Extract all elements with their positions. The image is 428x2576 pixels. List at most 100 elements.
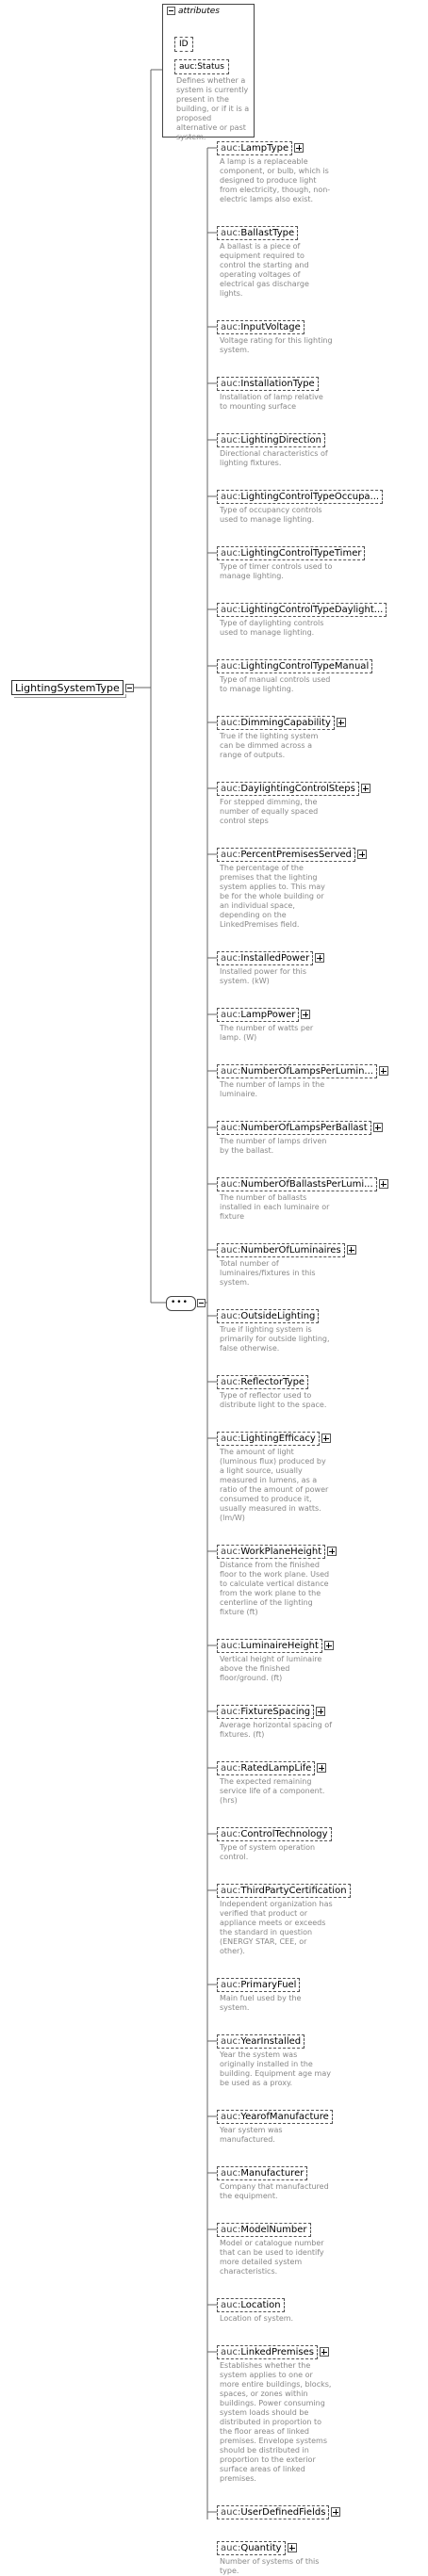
element-thirdpartycertification[interactable]: auc:ThirdPartyCertification xyxy=(217,1884,351,1898)
element-description: The amount of light (luminous flux) prod… xyxy=(220,1448,329,1522)
expand-icon[interactable] xyxy=(357,850,367,859)
expand-icon[interactable] xyxy=(346,1245,356,1255)
element-lightingcontroltypetimer[interactable]: auc:LightingControlTypeTimer xyxy=(217,546,366,560)
element-percentpremisesserved[interactable]: auc:PercentPremisesServed xyxy=(217,848,355,862)
element-name: NumberOfBallastsPerLumi... xyxy=(240,1179,373,1190)
element-yearinstalled[interactable]: auc:YearInstalled xyxy=(217,2034,305,2049)
element-fixturespacing[interactable]: auc:FixtureSpacing xyxy=(217,1705,315,1719)
element-description: Location of system. xyxy=(220,2314,294,2323)
element-outsidelighting[interactable]: auc:OutsideLighting xyxy=(217,1309,320,1323)
root-element[interactable]: LightingSystemType xyxy=(11,680,126,698)
sequence-symbol: ••• xyxy=(171,1298,189,1307)
element-lightingcontroltypemanual[interactable]: auc:LightingControlTypeManual xyxy=(217,659,373,673)
element-description: Type of timer controls used to manage li… xyxy=(220,562,333,580)
element-description: Company that manufactured the equipment. xyxy=(220,2182,329,2200)
namespace-prefix: auc: xyxy=(221,548,241,559)
attribute-status[interactable]: auc:Status xyxy=(174,59,229,74)
expand-icon[interactable] xyxy=(323,1641,334,1650)
expand-icon[interactable] xyxy=(327,1547,337,1556)
element-lightingcontroltypeoccupa[interactable]: auc:LightingControlTypeOccupa... xyxy=(217,490,384,504)
element-linkedpremises[interactable]: auc:LinkedPremises xyxy=(217,2345,318,2359)
namespace-prefix: auc: xyxy=(221,1641,241,1651)
element-description: Distance from the finished floor to the … xyxy=(220,1561,330,1616)
element-dimmingcapability[interactable]: auc:DimmingCapability xyxy=(217,716,335,730)
namespace-prefix: auc: xyxy=(221,1547,241,1557)
namespace-prefix: auc: xyxy=(221,2300,241,2310)
element-description: The number of watts per lamp. (W) xyxy=(220,1024,314,1042)
element-name: LinkedPremises xyxy=(240,2347,314,2357)
element-description: The percentage of the premises that the … xyxy=(220,864,325,929)
element-modelnumber[interactable]: auc:ModelNumber xyxy=(217,2223,311,2237)
element-numberoflampsperlumin[interactable]: auc:NumberOfLampsPerLumin... xyxy=(217,1064,377,1078)
collapse-icon[interactable] xyxy=(197,1299,206,1307)
element-installationtype[interactable]: auc:InstallationType xyxy=(217,377,319,391)
expand-icon[interactable] xyxy=(378,1066,388,1076)
expand-icon[interactable] xyxy=(317,1763,327,1773)
expand-icon[interactable] xyxy=(301,1010,311,1019)
element-workplaneheight[interactable]: auc:WorkPlaneHeight xyxy=(217,1545,326,1559)
namespace-prefix: auc: xyxy=(221,1886,241,1896)
namespace-prefix: auc: xyxy=(221,1707,241,1717)
expand-icon[interactable] xyxy=(331,2507,341,2517)
namespace-prefix: auc: xyxy=(221,1829,241,1839)
namespace-prefix: auc: xyxy=(221,2036,241,2047)
expand-icon[interactable] xyxy=(294,143,305,153)
element-lightingcontroltypedaylight[interactable]: auc:LightingControlTypeDaylight... xyxy=(217,603,387,617)
namespace-prefix: auc: xyxy=(221,718,241,728)
element-name: NumberOfLampsPerBallast xyxy=(240,1123,368,1133)
namespace-prefix: auc: xyxy=(221,1245,241,1256)
element-name: NumberOfLuminaires xyxy=(240,1245,341,1256)
connector-lines xyxy=(133,69,217,2519)
element-description: Number of systems of this type. xyxy=(220,2557,320,2575)
element-userdefinedfields[interactable]: auc:UserDefinedFields xyxy=(217,2505,330,2519)
element-manufacturer[interactable]: auc:Manufacturer xyxy=(217,2166,308,2180)
element-quantity[interactable]: auc:Quantity xyxy=(217,2541,286,2555)
element-numberofluminaires[interactable]: auc:NumberOfLuminaires xyxy=(217,1243,345,1257)
expand-icon[interactable] xyxy=(321,1434,331,1443)
expand-icon[interactable] xyxy=(287,2543,297,2552)
element-inputvoltage[interactable]: auc:InputVoltage xyxy=(217,320,305,334)
element-name: LightingControlTypeTimer xyxy=(240,548,362,559)
element-description: Year the system was originally installed… xyxy=(220,2050,331,2087)
element-location[interactable]: auc:Location xyxy=(217,2298,285,2312)
attribute-id[interactable]: ID xyxy=(174,37,193,52)
element-lamppower[interactable]: auc:LampPower xyxy=(217,1008,300,1022)
element-description: Voltage rating for this lighting system. xyxy=(220,336,333,354)
element-name: ModelNumber xyxy=(240,2225,307,2235)
expand-icon[interactable] xyxy=(360,784,370,793)
element-ratedlamplife[interactable]: auc:RatedLampLife xyxy=(217,1761,316,1775)
element-numberoflampsperballast[interactable]: auc:NumberOfLampsPerBallast xyxy=(217,1121,371,1135)
element-name: LuminaireHeight xyxy=(240,1641,319,1651)
namespace-prefix: auc: xyxy=(221,784,241,794)
element-lightingefficacy[interactable]: auc:LightingEfficacy xyxy=(217,1432,320,1446)
sequence-compositor: ••• xyxy=(166,1296,196,1311)
namespace-prefix: auc: xyxy=(221,379,241,389)
expand-icon[interactable] xyxy=(336,718,346,727)
element-ballasttype[interactable]: auc:BallastType xyxy=(217,226,299,240)
namespace-prefix: auc: xyxy=(221,1434,241,1444)
expand-icon[interactable] xyxy=(315,953,325,963)
element-reflectortype[interactable]: auc:ReflectorType xyxy=(217,1375,309,1389)
element-name: YearInstalled xyxy=(240,2036,302,2047)
collapse-icon[interactable] xyxy=(167,7,175,15)
expand-icon[interactable] xyxy=(372,1123,383,1132)
element-primaryfuel[interactable]: auc:PrimaryFuel xyxy=(217,1978,301,1992)
element-description: Type of system operation control. xyxy=(220,1843,316,1861)
collapse-icon[interactable] xyxy=(125,684,134,692)
element-lamptype[interactable]: auc:LampType xyxy=(217,141,293,155)
element-description: Type of manual controls used to manage l… xyxy=(220,675,331,693)
expand-icon[interactable] xyxy=(319,2347,329,2357)
element-numberofballastsperlumi[interactable]: auc:NumberOfBallastsPerLumi... xyxy=(217,1177,377,1191)
element-yearofmanufacture[interactable]: auc:YearofManufacture xyxy=(217,2110,333,2124)
element-name: Quantity xyxy=(240,2543,282,2553)
expand-icon[interactable] xyxy=(378,1179,388,1189)
element-daylightingcontrolsteps[interactable]: auc:DaylightingControlSteps xyxy=(217,782,359,796)
element-description: Installed power for this system. (kW) xyxy=(220,967,307,985)
element-controltechnology[interactable]: auc:ControlTechnology xyxy=(217,1827,332,1841)
element-description: Type of occupancy controls used to manag… xyxy=(220,506,322,524)
element-installedpower[interactable]: auc:InstalledPower xyxy=(217,951,314,965)
element-name: PrimaryFuel xyxy=(240,1980,297,1990)
element-lightingdirection[interactable]: auc:LightingDirection xyxy=(217,433,325,447)
expand-icon[interactable] xyxy=(316,1707,326,1716)
element-luminaireheight[interactable]: auc:LuminaireHeight xyxy=(217,1639,322,1653)
